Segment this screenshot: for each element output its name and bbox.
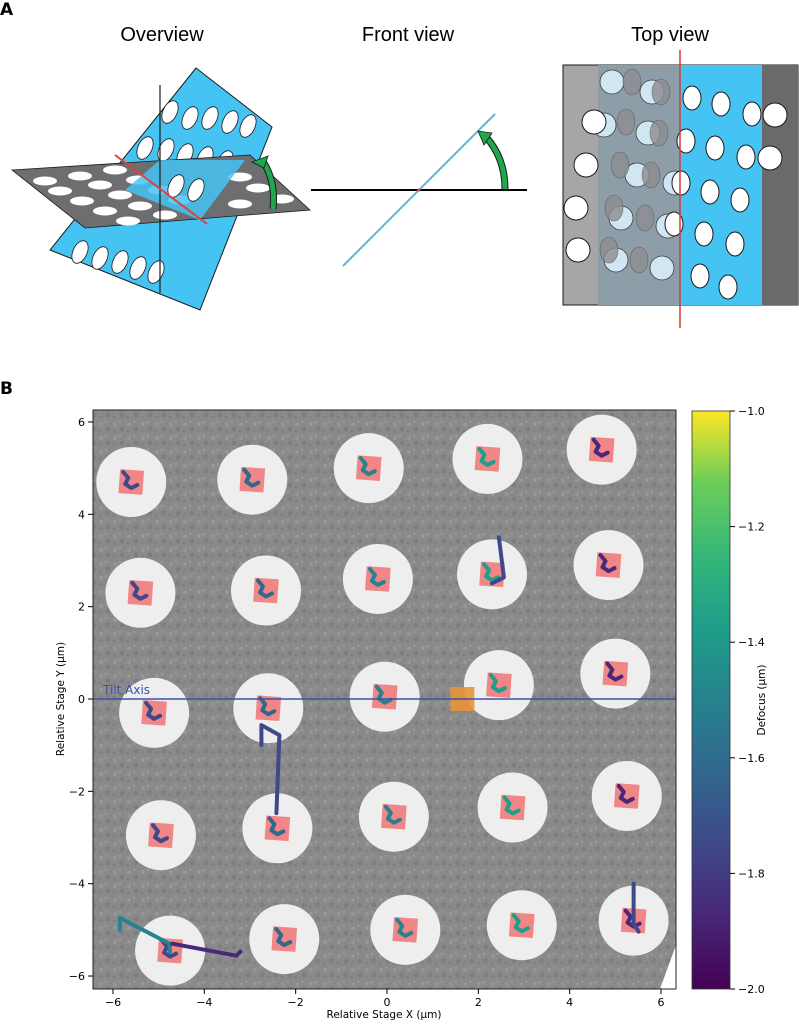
trajectory — [258, 696, 277, 717]
colorbar-tick-label: −1.2 — [738, 521, 765, 534]
panel-a-label: A — [0, 0, 14, 20]
trajectory — [482, 562, 501, 583]
trajectory — [121, 470, 140, 491]
y-tick-label: 6 — [78, 416, 85, 429]
trajectory — [130, 580, 149, 601]
x-tick-label: 2 — [475, 996, 482, 1009]
front-view-title: Front view — [361, 24, 455, 46]
y-tick-label: 4 — [78, 508, 85, 521]
trajectory — [489, 535, 506, 586]
y-tick-label: −6 — [69, 970, 85, 983]
y-tick-label: −4 — [69, 878, 85, 891]
trajectories-layer — [117, 437, 642, 959]
x-tick-label: −6 — [105, 996, 121, 1009]
x-axis-label: Relative Stage X (µm) — [327, 1009, 442, 1021]
y-tick-label: −2 — [69, 785, 85, 798]
y-tick-label: 0 — [78, 693, 85, 706]
trajectory — [358, 456, 377, 477]
colorbar-tick-label: −1.4 — [738, 636, 765, 649]
colorbar — [691, 410, 731, 990]
trajectory — [477, 446, 496, 467]
trajectory — [598, 553, 617, 574]
trajectory — [488, 673, 507, 694]
trajectory — [274, 927, 293, 948]
trajectory — [367, 566, 386, 587]
colorbar-tick-label: −1.8 — [738, 867, 765, 880]
x-tick-label: 4 — [566, 996, 573, 1009]
trajectory — [255, 578, 274, 599]
top-view-diagram — [562, 50, 799, 328]
x-tick-label: 0 — [384, 996, 391, 1009]
trajectory — [631, 881, 641, 934]
tilt-axis-label: Tilt Axis — [102, 683, 150, 697]
colorbar-label: Defocus (µm) — [756, 664, 768, 735]
trajectory — [117, 915, 172, 954]
overview-title: Overview — [120, 24, 204, 46]
top-view-title: Top view — [631, 24, 709, 46]
y-tick-label: 2 — [78, 601, 85, 614]
trajectory — [616, 783, 635, 804]
trajectory — [144, 700, 163, 721]
trajectory — [259, 723, 282, 816]
x-axis: −6 −4 −2 0 2 4 6 — [105, 989, 665, 1009]
trajectory — [395, 917, 414, 938]
trajectory — [267, 816, 286, 837]
trajectory — [160, 938, 179, 959]
trajectory — [170, 941, 243, 958]
y-axis-label: Relative Stage Y (µm) — [55, 642, 67, 756]
colorbar-tick-label: −1.6 — [738, 752, 765, 765]
x-tick-label: −2 — [288, 996, 304, 1009]
trajectory — [150, 823, 169, 844]
colorbar-ticks: −1.0 −1.2 −1.4 −1.6 −1.8 −2.0 — [730, 405, 765, 996]
trajectory — [502, 795, 521, 816]
overview-diagram — [10, 67, 311, 311]
panel-a-diagrams — [10, 50, 799, 328]
panel-b-label: B — [0, 379, 13, 399]
trajectory — [383, 804, 402, 825]
colorbar-tick-label: −2.0 — [738, 983, 765, 996]
trajectory — [242, 467, 261, 488]
x-tick-label: −4 — [196, 996, 212, 1009]
x-tick-label: 6 — [658, 996, 665, 1009]
trajectory — [591, 437, 610, 458]
trajectory — [605, 661, 624, 682]
y-axis: −6 −4 −2 0 2 4 6 — [69, 416, 93, 983]
front-view-diagram — [311, 113, 527, 267]
colorbar-tick-label: −1.0 — [738, 405, 765, 418]
trajectory — [511, 913, 530, 934]
